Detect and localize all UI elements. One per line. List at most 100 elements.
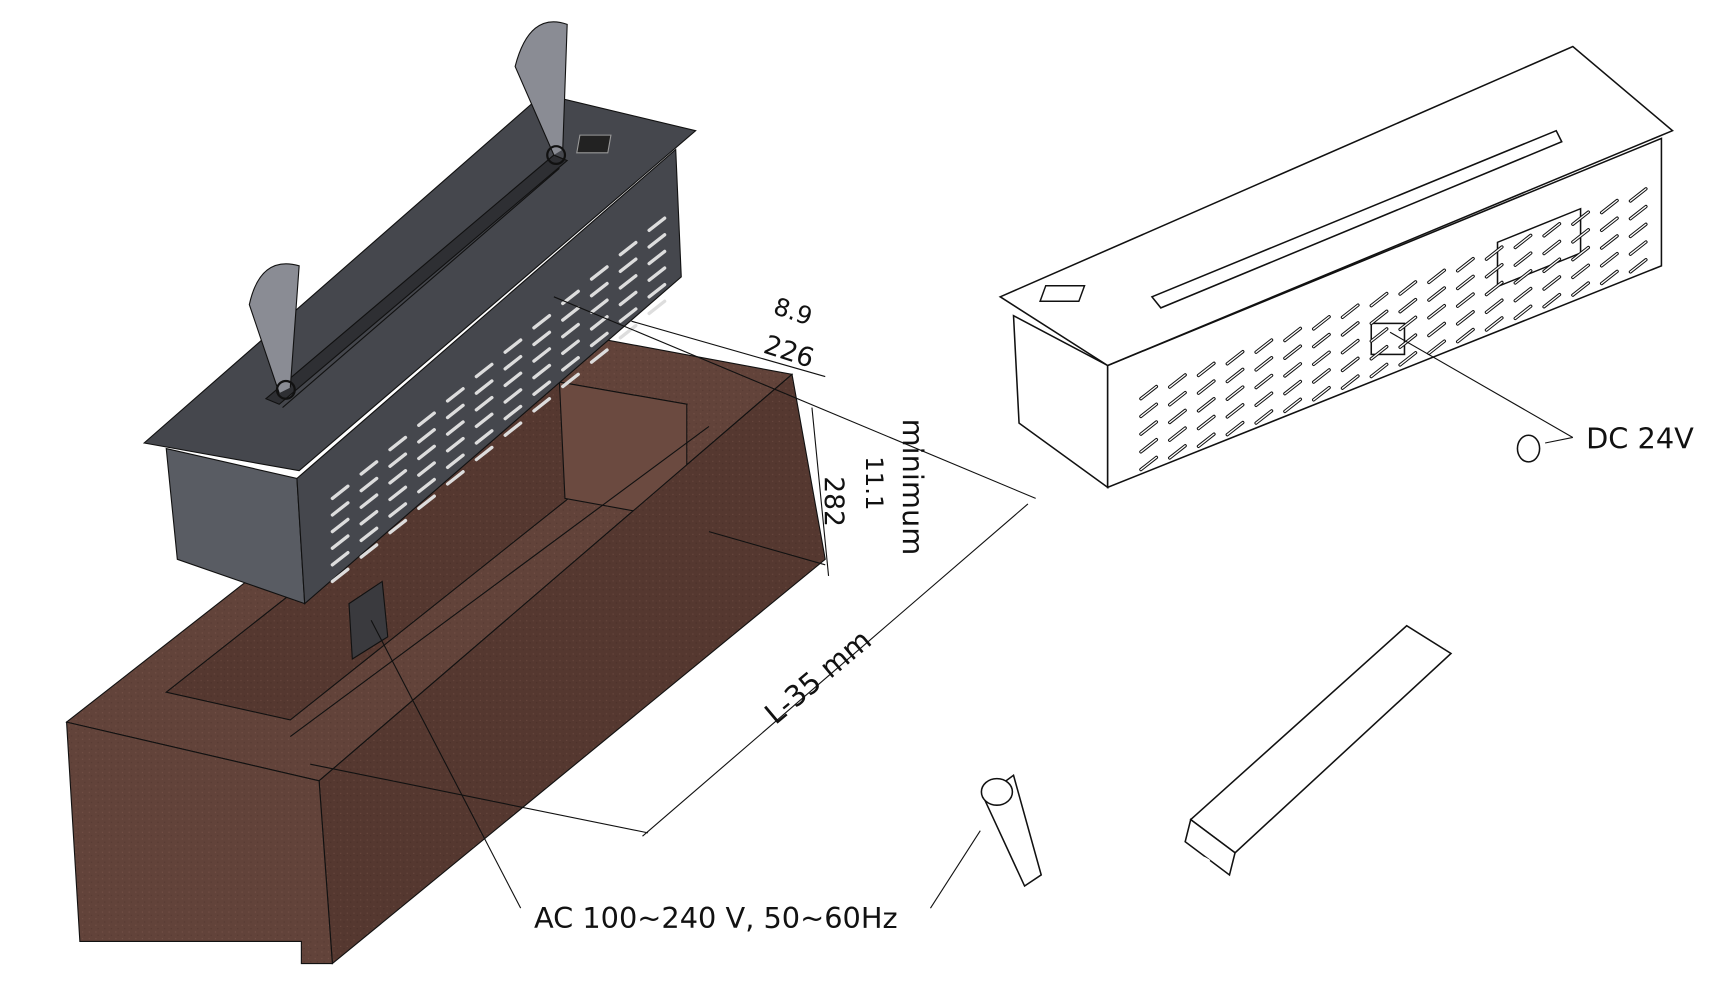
vent-slot (1456, 293, 1474, 307)
vent-slot (1456, 311, 1474, 325)
vent-slot (532, 380, 552, 396)
vent-slot (647, 299, 667, 316)
vent-slot (330, 484, 350, 501)
vent-slot (388, 518, 408, 535)
vent-slot (1572, 264, 1589, 279)
vent-slot (1572, 246, 1589, 261)
vent-slot (1514, 270, 1532, 284)
insert-front-face (296, 148, 682, 605)
vent-slot (561, 339, 580, 355)
vent-slot (1572, 211, 1589, 225)
vent-slot (1629, 188, 1647, 202)
vent-slot (330, 567, 350, 584)
vent-slot (330, 534, 350, 550)
vent-slot (1514, 234, 1532, 249)
vent-slot (1140, 456, 1158, 471)
vent-slot (474, 362, 494, 379)
vent-slot (647, 216, 667, 233)
vent-slot (330, 501, 350, 517)
vent-slot (474, 445, 494, 462)
vent-slot (417, 461, 436, 477)
vent-slot (1255, 339, 1273, 353)
vent-slot (1197, 380, 1215, 394)
vent-slot (1629, 241, 1647, 255)
vent-slot (1226, 386, 1244, 400)
fireplace-insert-dark (142, 21, 697, 605)
vent-slot (503, 338, 523, 354)
vent-slot (1140, 421, 1158, 435)
vent-slot (445, 387, 465, 403)
vent-slot (1169, 445, 1186, 459)
vent-slot (1629, 223, 1647, 238)
vent-slot (618, 240, 638, 257)
vent-slot (589, 265, 609, 281)
vent-slot (445, 403, 465, 420)
vent-slot (1226, 404, 1244, 418)
dimension-depth-inches: 8.9 (770, 292, 816, 332)
vent-slot (647, 249, 667, 266)
vent-slot (589, 331, 609, 348)
vent-slot (359, 493, 379, 509)
vent-slot (474, 379, 494, 395)
vent-slots (330, 216, 667, 584)
vent-slot (1169, 427, 1186, 441)
vent-slot (1456, 328, 1474, 343)
vent-slot (445, 470, 465, 486)
access-panel (1496, 207, 1582, 288)
vent-slot (532, 313, 552, 330)
vent-slot (1341, 339, 1359, 354)
vent-slot (1399, 352, 1417, 366)
vent-slot (1600, 199, 1618, 214)
vent-slot (1140, 385, 1158, 400)
dimension-height-note: minimum (896, 419, 930, 556)
insert-top-plate (998, 45, 1674, 367)
vent-slot (618, 257, 638, 274)
ac-power-label: AC 100~240 V, 50~60Hz (534, 901, 898, 935)
vent-slot (647, 266, 667, 282)
vent-slot (1140, 439, 1158, 453)
vent-slot (1543, 293, 1561, 308)
vent-slot (618, 290, 638, 307)
vent-slot (1428, 287, 1446, 301)
vent-slot (1600, 270, 1618, 285)
vent-slot (1428, 340, 1446, 354)
vent-slot (1370, 363, 1388, 378)
vent-slot (1370, 310, 1388, 325)
vent-slot (330, 517, 350, 534)
vent-slot (1312, 386, 1330, 401)
insert-end-face (165, 447, 306, 605)
vent-slot (474, 395, 494, 412)
vent-slot (561, 322, 580, 339)
vent-slot (1284, 380, 1302, 395)
vent-slot (1312, 369, 1330, 383)
vent-slot (1399, 298, 1417, 313)
vent-slot (1341, 304, 1359, 318)
vent-slot (1485, 264, 1503, 278)
vent-slot (1399, 281, 1417, 295)
vent-slot (388, 469, 408, 485)
vent-slot (445, 420, 465, 436)
dimension-height-mm: 282 (818, 476, 849, 527)
vent-slot (1370, 292, 1388, 307)
vent-slot (1543, 276, 1561, 290)
cabinet (65, 331, 826, 965)
vent-slot (388, 485, 408, 502)
lifting-handle (248, 263, 300, 400)
vent-slot (1456, 257, 1474, 272)
vent-slot (1485, 281, 1503, 296)
vent-slot (445, 436, 465, 453)
vent-slot (1312, 333, 1330, 348)
vent-slot (1514, 287, 1532, 302)
vent-slot (589, 348, 609, 364)
vent-slot (1341, 357, 1359, 372)
vent-slot (618, 323, 638, 340)
vent-slot (359, 510, 379, 526)
vent-slot (1399, 316, 1417, 331)
vent-slot (417, 494, 436, 511)
vent-slot (359, 526, 379, 543)
vent-slot (1485, 299, 1503, 313)
vent-slot (1226, 421, 1244, 436)
vent-slot (359, 543, 379, 559)
vent-slots (1139, 187, 1648, 472)
